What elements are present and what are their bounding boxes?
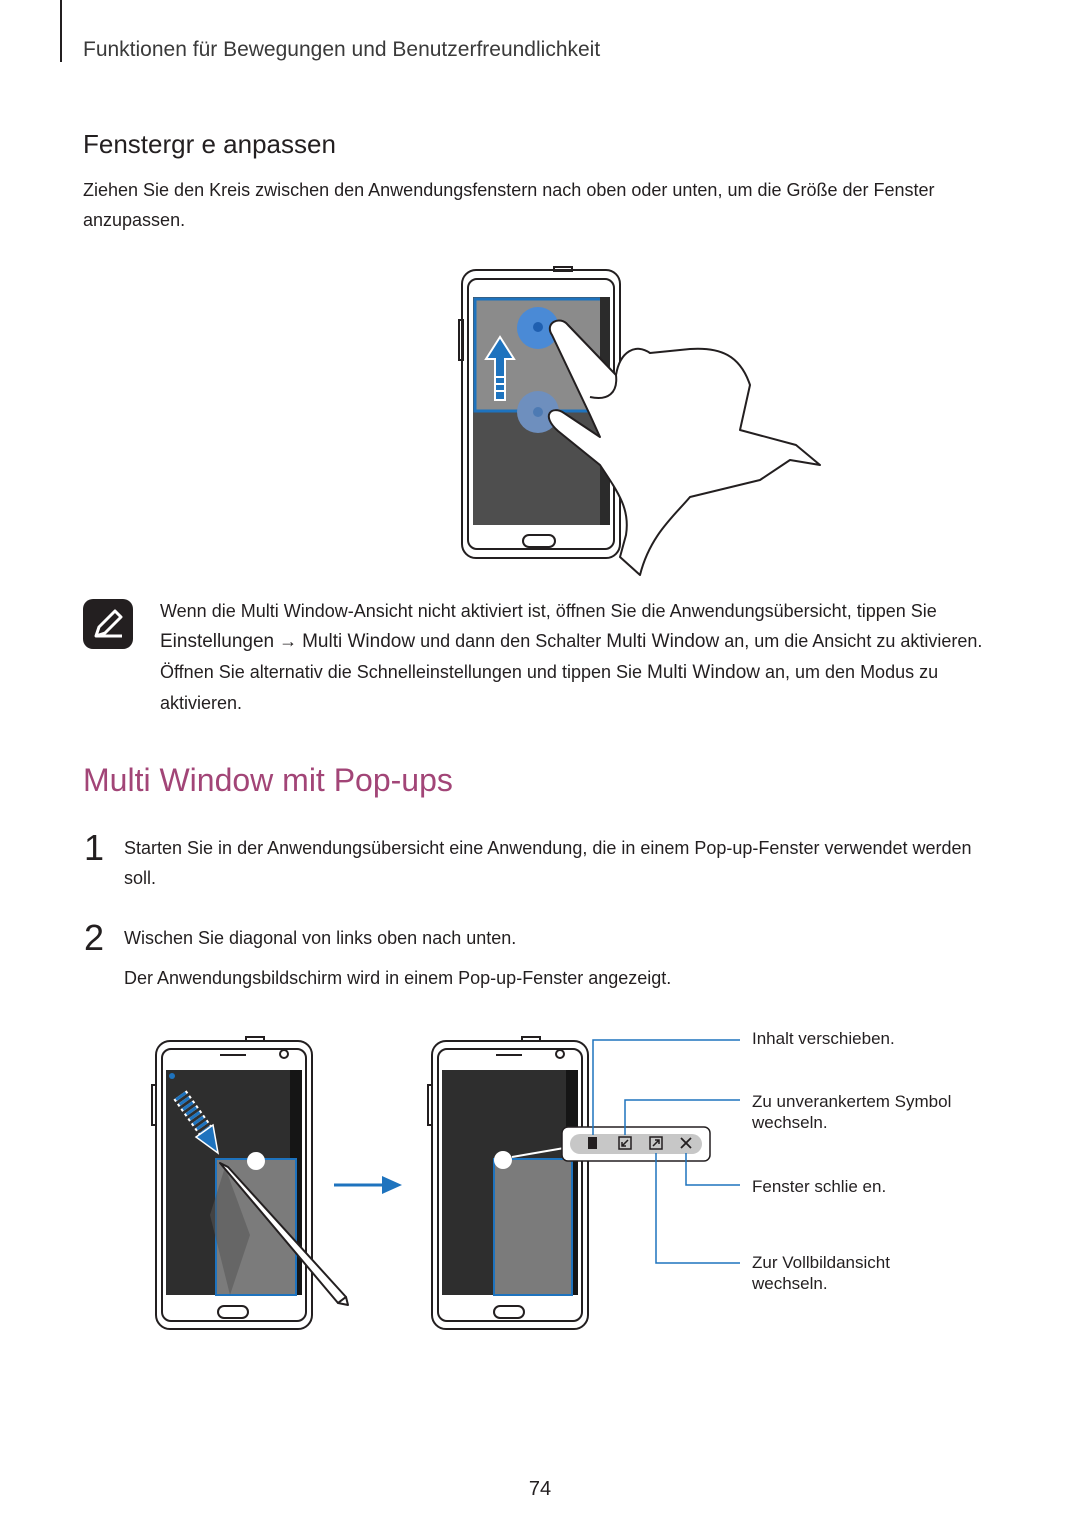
callout-minimize: Zu unverankertem Symbol wechseln. xyxy=(752,1092,952,1132)
section-body-resize: Ziehen Sie den Kreis zwischen den Anwend… xyxy=(83,180,935,230)
page-number: 74 xyxy=(528,1478,552,1500)
fullscreen-icon xyxy=(649,1136,663,1150)
illustration-popup-windows xyxy=(151,1036,740,1330)
close-icon xyxy=(680,1137,692,1149)
step-text-1: Starten Sie in der Anwendungsübersicht e… xyxy=(124,838,972,888)
note-text: Wenn die Multi Window-Ansicht nicht akti… xyxy=(160,601,983,713)
callout-close: Fenster schlie en. xyxy=(752,1177,887,1196)
step-number-1: 1 xyxy=(84,827,105,868)
s-pen-icon xyxy=(219,1162,349,1306)
ui-term-multi-window: Multi Window xyxy=(302,631,416,652)
swipe-arrow-icon xyxy=(173,1090,220,1155)
step-result-2: Der Anwendungsbildschirm wird in einem P… xyxy=(124,968,672,988)
illustration-resize-windows xyxy=(458,266,821,576)
step-text-2: Wischen Sie diagonal von links oben nach… xyxy=(124,928,517,948)
note-icon xyxy=(83,599,133,649)
ui-term-settings: Einstellungen xyxy=(160,631,275,652)
ui-term-multi-window-switch: Multi Window xyxy=(606,631,720,652)
transition-arrow-icon xyxy=(334,1176,402,1194)
ui-term-multi-window-quick: Multi Window xyxy=(647,662,760,683)
move-content-icon xyxy=(588,1137,597,1149)
section-heading-resize: Fenstergr e anpassen xyxy=(83,129,336,159)
callout-move-content: Inhalt verschieben. xyxy=(752,1029,895,1048)
step-number-2: 2 xyxy=(84,917,105,958)
minimize-icon xyxy=(618,1136,632,1150)
chapter-title: Funktionen für Bewegungen und Benutzerfr… xyxy=(83,38,601,61)
section-heading-popups: Multi Window mit Pop-ups xyxy=(83,762,453,798)
chapter-marker-bar xyxy=(60,0,62,62)
callout-fullscreen: Zur Vollbildansicht wechseln. xyxy=(752,1253,890,1293)
